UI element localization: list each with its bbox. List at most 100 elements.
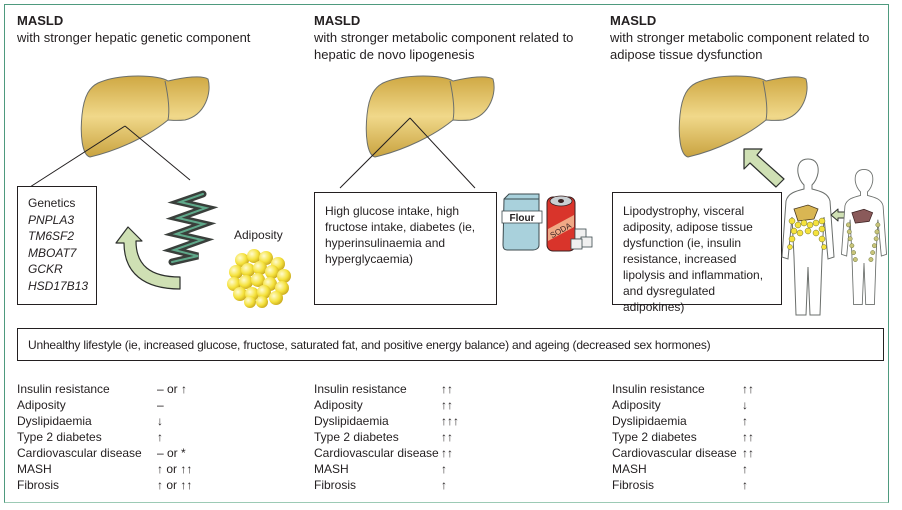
human-figure-icon — [781, 158, 835, 316]
genetics-box: Genetics PNPLA3 TM6SF2 MBOAT7 GCKR HSD17… — [17, 186, 97, 305]
panel-2-profile-table: Insulin resistance↑↑ Adiposity↑↑ Dyslipi… — [314, 381, 459, 493]
dna-helix-icon — [161, 190, 219, 266]
panel-2-subtitle-line1: with stronger metabolic component relate… — [314, 30, 574, 45]
table-row: Cardiovascular disease↑↑ — [314, 445, 459, 461]
table-row: Dyslipidaemia ↑↑↑ — [314, 413, 459, 429]
table-row: MASH ↑ or ↑↑ — [17, 461, 192, 477]
panel-3-subtitle-line2: adipose tissue dysfunction — [610, 47, 763, 62]
table-row: Adiposity – — [17, 397, 192, 413]
gene-item: PNPLA3 — [28, 212, 75, 227]
table-row: Adiposity ↑↑ — [314, 397, 459, 413]
row-label: Dyslipidaemia — [612, 414, 687, 428]
row-label: Fibrosis — [17, 478, 60, 492]
row-value: ↑↑ — [441, 382, 453, 396]
row-value: ↑↑ — [441, 398, 453, 412]
row-label: Fibrosis — [612, 478, 655, 492]
adipose-dysfunction-box: Lipodystrophy, visceral adiposity, adipo… — [612, 192, 782, 314]
row-value: ↑↑ — [742, 430, 754, 444]
row-value: ↑ — [157, 430, 163, 444]
arrow-to-liver-icon — [743, 148, 785, 188]
row-label: Insulin resistance — [17, 382, 110, 396]
flour-bag-icon: Flour — [501, 193, 543, 251]
lifestyle-box: Unhealthy lifestyle (ie, increased gluco… — [17, 328, 884, 361]
liver-icon-1 — [80, 75, 210, 158]
lifestyle-text: Unhealthy lifestyle (ie, increased gluco… — [28, 338, 711, 352]
table-row: Fibrosis ↑ — [612, 477, 754, 493]
table-row: MASH ↑ — [612, 461, 754, 477]
row-label: Adiposity — [17, 398, 66, 412]
panel-3-profile-table: Insulin resistance↑↑ Adiposity↓ Dyslipid… — [612, 381, 754, 493]
row-value: ↑↑ — [441, 446, 453, 460]
adipose-dysfunction-text: Lipodystrophy, visceral adiposity, adipo… — [623, 204, 764, 314]
row-label: Cardiovascular disease — [17, 446, 142, 460]
table-row: Insulin resistance ↑↑ — [612, 381, 754, 397]
table-row: Type 2 diabetes ↑↑ — [612, 429, 754, 445]
row-value: ↑↑ — [742, 446, 754, 460]
soda-can-icon: SODA — [546, 195, 593, 252]
genetics-heading: Genetics — [28, 196, 76, 210]
panel-1-subtitle: with stronger hepatic genetic component — [17, 30, 251, 45]
adiposity-label: Adiposity — [234, 228, 283, 242]
liver-icon-3 — [678, 75, 808, 158]
gene-item: TM6SF2 — [28, 229, 75, 243]
row-label: Dyslipidaemia — [17, 414, 92, 428]
row-value: ↑ — [441, 462, 447, 476]
row-label: Cardiovascular disease — [612, 446, 737, 460]
dnl-box-text: High glucose intake, high fructose intak… — [325, 204, 476, 266]
row-value: ↑ or ↑↑ — [157, 478, 193, 492]
row-label: Fibrosis — [314, 478, 357, 492]
panel-2-title: MASLD with stronger metabolic component … — [314, 12, 573, 63]
table-row: Cardiovascular disease – or * — [17, 445, 192, 461]
row-label: Insulin resistance — [612, 382, 705, 396]
panel-3-title: MASLD with stronger metabolic component … — [610, 12, 869, 63]
row-label: MASH — [17, 462, 52, 476]
row-value: – or * — [157, 446, 186, 460]
row-label: Adiposity — [314, 398, 363, 412]
gene-item: MBOAT7 — [28, 245, 77, 260]
table-row: Type 2 diabetes↑ — [17, 429, 192, 445]
table-row: Cardiovascular disease ↑↑ — [612, 445, 754, 461]
adipose-cluster-icon — [227, 249, 291, 308]
row-label: Adiposity — [612, 398, 661, 412]
table-row: Type 2 diabetes ↑↑ — [314, 429, 459, 445]
panel-2-subtitle-line2: hepatic de novo lipogenesis — [314, 47, 475, 62]
panel-1-profile-table: Insulin resistance – or ↑ Adiposity – Dysl… — [17, 381, 192, 493]
row-value: ↑ — [742, 462, 748, 476]
row-value: ↓ — [157, 414, 163, 428]
row-label: Insulin resistance — [314, 382, 407, 396]
dnl-box: High glucose intake, high fructose intak… — [314, 192, 497, 305]
row-label: Type 2 diabetes — [612, 430, 697, 444]
row-value: – — [157, 398, 164, 412]
row-label: MASH — [314, 462, 349, 476]
table-row: Insulin resistance – or ↑ — [17, 381, 192, 397]
panel-3-heading: MASLD — [610, 13, 657, 28]
row-value: – or ↑ — [157, 382, 188, 396]
row-label: Type 2 diabetes — [314, 430, 399, 444]
curved-arrow-icon — [115, 226, 181, 290]
table-row: Insulin resistance ↑↑ — [314, 381, 459, 397]
row-label: Dyslipidaemia — [314, 414, 389, 428]
human-figure-lean-icon — [841, 168, 887, 306]
row-value: ↑↑↑ — [441, 414, 459, 428]
panel-1-title: MASLD with stronger hepatic genetic comp… — [17, 12, 250, 46]
row-value: ↑ — [441, 478, 447, 492]
table-row: Fibrosis ↑ — [314, 477, 459, 493]
row-value: ↑ — [742, 414, 748, 428]
flour-label: Flour — [510, 213, 535, 224]
gene-item: GCKR — [28, 262, 63, 276]
panel-2-heading: MASLD — [314, 13, 361, 28]
row-value: ↑ — [742, 478, 748, 492]
table-row: Dyslipidaemia ↓ — [17, 413, 192, 429]
row-value: ↑↑ — [742, 382, 754, 396]
table-row: Adiposity ↓ — [612, 397, 754, 413]
row-value: ↑ or ↑↑ — [157, 462, 193, 476]
row-label: Cardiovascular disease — [314, 446, 439, 460]
row-value: ↓ — [742, 398, 748, 412]
gene-item: HSD17B13 — [28, 278, 89, 293]
panel-1-heading: MASLD — [17, 13, 64, 28]
row-label: MASH — [612, 462, 647, 476]
table-row: MASH ↑ — [314, 461, 459, 477]
row-value: ↑↑ — [441, 430, 453, 444]
